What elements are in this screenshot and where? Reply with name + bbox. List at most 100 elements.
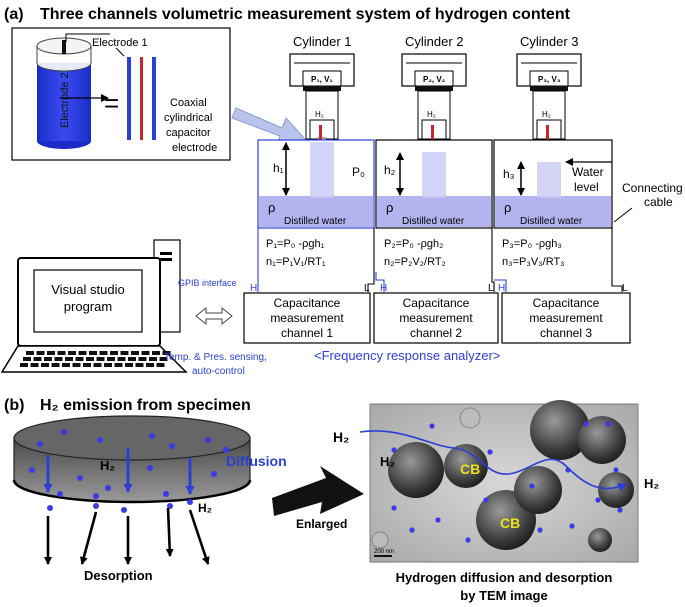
keyboard-key — [159, 357, 168, 361]
ch3-l: L — [622, 283, 628, 294]
caption-line-2: by TEM image — [460, 588, 547, 603]
temp-pres-line-2: auto-control — [192, 366, 245, 377]
cylinder-3-formula-p: P₃=P₀ -ρgh₃ — [502, 238, 562, 250]
cylinder-2-water: Distilled water — [402, 216, 465, 227]
channel-3-box: Capacitance measurement channel 3 — [501, 292, 631, 344]
tem-hydrogen-dot — [391, 505, 397, 511]
panel-b-label: (b) — [4, 397, 24, 414]
tem-hydrogen-dot — [429, 423, 435, 429]
keyboard-key — [62, 363, 70, 367]
coaxial-line-4: electrode — [172, 142, 217, 154]
keyboard-key — [149, 357, 157, 361]
hydrogen-dot — [37, 441, 43, 447]
hydrogen-dot — [57, 491, 63, 497]
hydrogen-dot — [167, 503, 173, 509]
hydrogen-dot — [97, 437, 103, 443]
ch3-line1: Capacitance — [533, 296, 600, 310]
keyboard-key — [36, 351, 45, 355]
keyboard-key — [83, 363, 91, 367]
gpib-arrow — [195, 306, 233, 326]
caption-line-1: Hydrogen diffusion and desorption — [396, 570, 613, 585]
cb-label-2: CB — [500, 515, 520, 531]
keyboard-key — [23, 357, 31, 361]
tem-image: 200 nm CB CB — [359, 400, 639, 563]
ch1-h: H — [250, 283, 257, 294]
keyboard-key — [89, 351, 97, 355]
tem-hydrogen-dot — [465, 537, 471, 543]
coaxial-line-1: Coaxial — [170, 97, 207, 109]
keyboard-key — [65, 357, 73, 361]
keyboard-key — [86, 357, 94, 361]
keyboard-key — [110, 351, 118, 355]
cylinder-2-pv: P₂, V₂ — [423, 75, 446, 84]
tem-hydrogen-dot — [435, 517, 441, 523]
diffusion-path — [359, 430, 627, 492]
disk-h2-label: H₂ — [100, 458, 115, 473]
keyboard-key — [47, 351, 55, 355]
channel-2-box: Capacitance measurement channel 2 — [373, 292, 499, 344]
keyboard-key — [93, 363, 102, 367]
ch3-line2: measurement — [529, 311, 603, 325]
tem-hydrogen-dot — [613, 467, 619, 473]
ch3-line3: channel 3 — [540, 326, 592, 340]
enlarged-arrow — [272, 466, 364, 516]
keyboard-key — [54, 357, 63, 361]
cylinder-3-h: h₃ — [503, 167, 515, 181]
keyboard-key — [41, 363, 49, 367]
cable-leader — [613, 207, 633, 223]
keyboard-key — [152, 351, 160, 355]
cylinder-1-water: Distilled water — [284, 216, 347, 227]
hydrogen-dot — [211, 471, 217, 477]
tem-h2-out: H₂ — [644, 476, 659, 491]
keyboard-key — [99, 351, 108, 355]
tem-hydrogen-dot — [569, 523, 575, 529]
cylinder-2-h2: H₂ — [427, 110, 436, 119]
hydrogen-dot — [169, 443, 175, 449]
keyboard-key — [162, 351, 171, 355]
ch2-line3: channel 2 — [410, 326, 462, 340]
keyboard-key — [138, 357, 147, 361]
wiring — [257, 225, 623, 292]
keyboard-key — [30, 363, 39, 367]
hydrogen-dot — [187, 499, 193, 505]
water-level-line-1: Water — [572, 165, 604, 179]
ch2-line2: measurement — [399, 311, 473, 325]
ch2-l: L — [488, 283, 494, 294]
keyboard-key — [20, 363, 28, 367]
coaxial-line-3: capacitor — [166, 127, 211, 139]
cb-label-1: CB — [460, 461, 480, 477]
visual-studio-line-1: Visual studio — [51, 282, 124, 297]
hydrogen-dot — [47, 505, 53, 511]
electrode-2-label: Electrode 2 — [59, 72, 71, 128]
keyboard-key — [51, 363, 60, 367]
panel-a-title: Three channels volumetric measurement sy… — [40, 6, 571, 23]
enlarged-label: Enlarged — [296, 517, 347, 531]
hydrogen-dot — [205, 437, 211, 443]
tem-hydrogen-dot — [537, 527, 543, 533]
keyboard-key — [146, 363, 154, 367]
cylinder-1-formula-p: P₁=P₀ -ρgh₁ — [266, 238, 325, 250]
hydrogen-dot — [121, 507, 127, 513]
cylinder-3-pv: P₃, V₃ — [538, 75, 561, 84]
cylinder-2-title: Cylinder 2 — [405, 34, 464, 49]
cylinder-2-assembly: Cylinder 2 P₂, V₂ H₂ h₂ ρ Distilled wate… — [375, 34, 493, 268]
coaxial-line-2: cylindrical — [164, 112, 212, 124]
cylinder-3-assembly: Cylinder 3 P₃, V₃ H₂ h₃ Water level ρ Di… — [493, 34, 613, 268]
cylinder-2-h: h₂ — [384, 163, 396, 177]
tem-hydrogen-dot — [529, 483, 535, 489]
hydrogen-dot — [77, 475, 83, 481]
electrode-1-label: Electrode 1 — [92, 37, 148, 49]
hydrogen-dot — [223, 447, 229, 453]
equals-sign: = — [104, 88, 119, 118]
tem-hydrogen-dot — [583, 421, 589, 427]
cylinder-1-assembly: Cylinder 1 P₁, V₁ H₂ h₁ P₀ ρ Distilled w… — [257, 34, 375, 268]
keyboard-key — [72, 363, 81, 367]
tem-hydrogen-dot — [391, 447, 397, 453]
scale-bar-label: 200 nm — [374, 549, 394, 555]
cylinder-3-rho: ρ — [504, 200, 511, 215]
cylinder-3-title: Cylinder 3 — [520, 34, 579, 49]
keyboard-key — [125, 363, 133, 367]
computer-icon: Visual studio program — [0, 239, 188, 373]
tem-h2-in: H₂ — [333, 429, 349, 445]
